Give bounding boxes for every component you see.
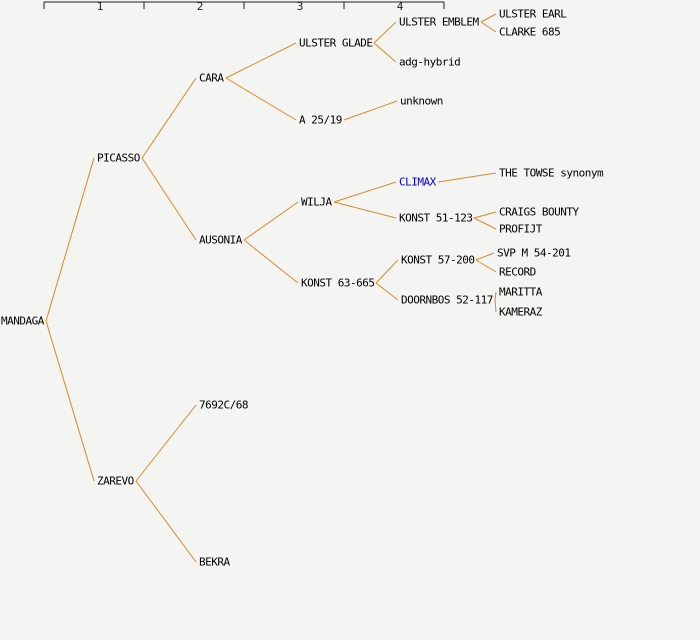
ruler-label-generation-2: 2 bbox=[196, 0, 204, 13]
pedigree-node-konst-63-665: KONST 63-665 bbox=[301, 276, 375, 290]
pedigree-node-ulster-earl: ULSTER EARL bbox=[499, 7, 567, 21]
pedigree-node-climax[interactable]: CLIMAX bbox=[399, 175, 436, 189]
pedigree-node-zarevo: ZAREVO bbox=[97, 474, 134, 488]
pedigree-node-ulster-emblem: ULSTER EMBLEM bbox=[399, 15, 479, 29]
pedigree-node-record: RECORD bbox=[499, 265, 536, 279]
pedigree-edge-ulster-glade-adg-hybrid bbox=[373, 42, 397, 63]
pedigree-node-konst-57-200: KONST 57-200 bbox=[401, 253, 475, 267]
pedigree-node-kameraz: KAMERAZ bbox=[499, 305, 542, 319]
pedigree-edge-konst-63-665-doornbos-52-117 bbox=[375, 282, 399, 301]
pedigree-edge-ulster-emblem-clarke-685 bbox=[480, 21, 497, 33]
pedigree-node-wilja: WILJA bbox=[301, 195, 332, 209]
ruler-label-generation-3: 3 bbox=[296, 0, 304, 13]
pedigree-edge-mandaga-picasso bbox=[45, 157, 95, 322]
pedigree-node-a-25-19: A 25/19 bbox=[299, 113, 342, 127]
ruler-label-generation-4: 4 bbox=[396, 0, 404, 13]
pedigree-node-profijt: PROFIJT bbox=[499, 222, 542, 236]
pedigree-node-mandaga: MANDAGA bbox=[1, 314, 44, 328]
pedigree-edge-konst-57-200-record bbox=[475, 259, 497, 273]
pedigree-edge-picasso-ausonia bbox=[141, 157, 197, 241]
pedigree-edge-zarevo-7692c-68 bbox=[135, 404, 197, 482]
pedigree-node-clarke-685: CLARKE 685 bbox=[499, 25, 561, 39]
pedigree-edge-konst-51-123-craigs-bounty bbox=[473, 211, 497, 219]
pedigree-edge-zarevo-bekra bbox=[135, 480, 197, 563]
pedigree-node-the-towse: THE TOWSE synonym bbox=[499, 166, 604, 180]
pedigree-node-craigs-bounty: CRAIGS BOUNTY bbox=[499, 205, 579, 219]
pedigree-node-bekra: BEKRA bbox=[199, 555, 230, 569]
pedigree-edge-mandaga-zarevo bbox=[45, 320, 95, 482]
pedigree-edge-cara-a-25-19 bbox=[225, 77, 297, 121]
pedigree-edge-doornbos-52-117-kameraz bbox=[494, 299, 497, 313]
pedigree-edge-cara-ulster-glade bbox=[225, 42, 297, 79]
pedigree-node-7692c-68: 7692C/68 bbox=[199, 398, 248, 412]
pedigree-node-cara: CARA bbox=[199, 71, 224, 85]
pedigree-node-ulster-glade: ULSTER GLADE bbox=[299, 36, 373, 50]
pedigree-edge-konst-57-200-svp-m-54-201 bbox=[475, 252, 495, 261]
pedigree-edge-climax-the-towse bbox=[437, 172, 497, 183]
pedigree-node-svp-m-54-201: SVP M 54-201 bbox=[497, 246, 571, 260]
pedigree-edge-konst-63-665-konst-57-200 bbox=[375, 259, 399, 284]
pedigree-edge-wilja-konst-51-123 bbox=[333, 201, 397, 219]
pedigree-edge-ulster-glade-ulster-emblem bbox=[373, 21, 397, 44]
pedigree-edge-konst-51-123-profijt bbox=[473, 217, 497, 230]
pedigree-edge-ausonia-konst-63-665 bbox=[243, 239, 299, 284]
pedigree-edge-doornbos-52-117-maritta bbox=[494, 291, 497, 301]
pedigree-node-doornbos-52-117: DOORNBOS 52-117 bbox=[401, 293, 493, 307]
pedigree-edge-a-25-19-unknown bbox=[343, 100, 398, 121]
pedigree-node-maritta: MARITTA bbox=[499, 285, 542, 299]
pedigree-edge-ausonia-wilja bbox=[243, 201, 299, 241]
pedigree-node-konst-51-123: KONST 51-123 bbox=[399, 211, 473, 225]
ruler-label-generation-1: 1 bbox=[96, 0, 104, 13]
pedigree-edge-ulster-emblem-ulster-earl bbox=[480, 13, 497, 23]
pedigree-node-unknown: unknown bbox=[400, 94, 443, 108]
pedigree-edge-picasso-cara bbox=[141, 77, 197, 159]
pedigree-node-ausonia: AUSONIA bbox=[199, 233, 242, 247]
pedigree-node-picasso: PICASSO bbox=[97, 151, 140, 165]
pedigree-edge-wilja-climax bbox=[333, 181, 397, 203]
pedigree-node-adg-hybrid: adg-hybrid bbox=[399, 55, 461, 69]
